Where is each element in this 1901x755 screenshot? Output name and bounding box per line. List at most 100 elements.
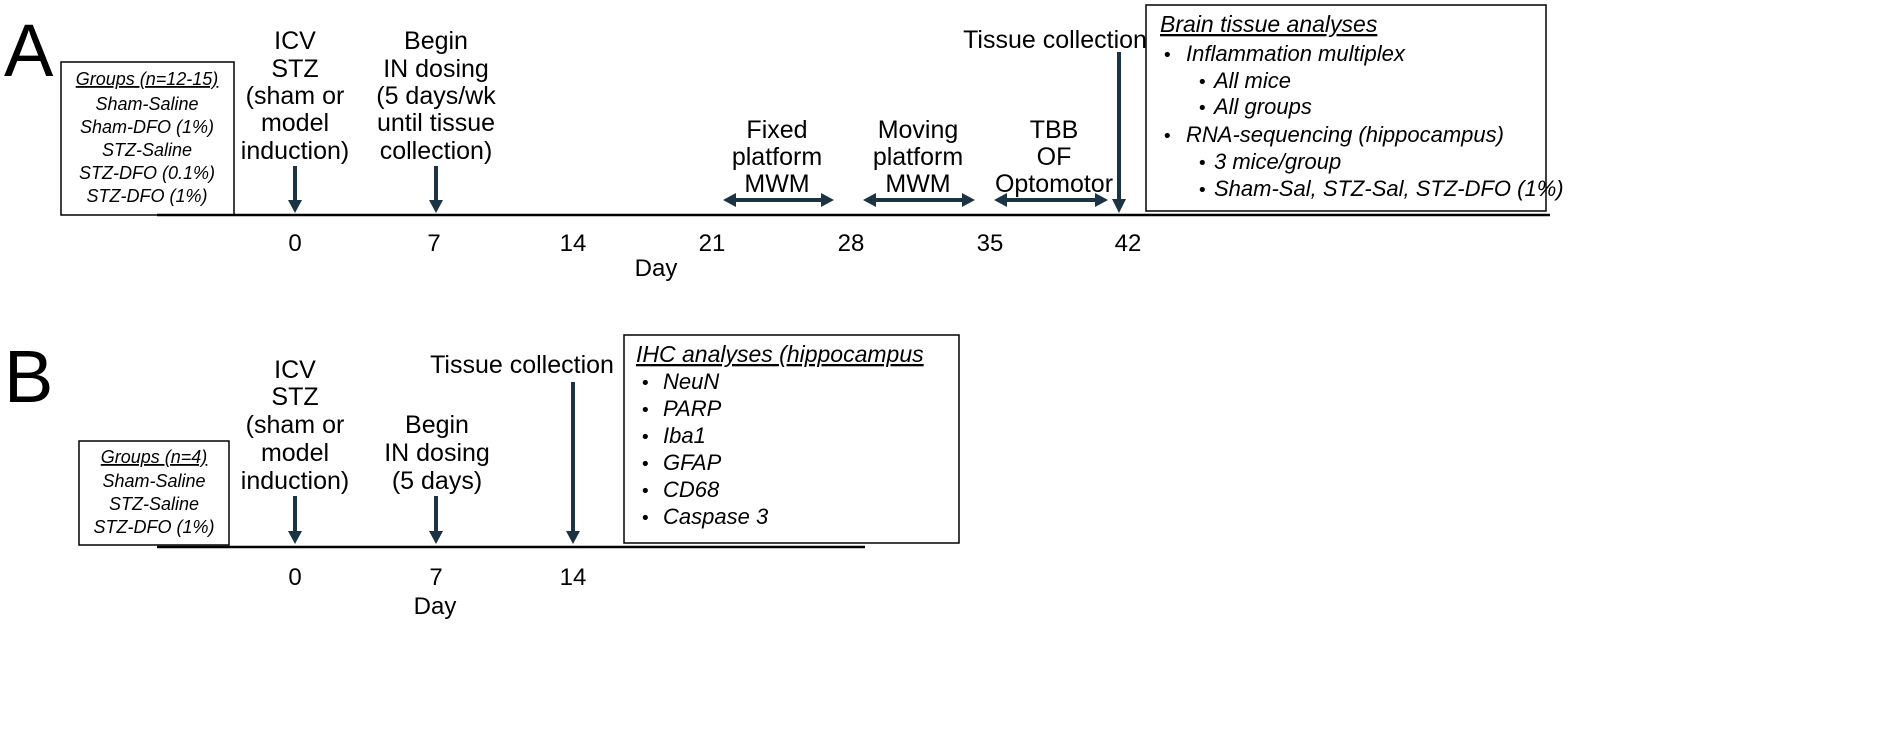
analysis-item: PARP [663,396,722,421]
bullet-icon: • [1162,45,1173,66]
panel-b-analysis-box: IHC analyses (hippocampus • NeuN • PARP … [623,334,960,544]
analysis-item: Caspase 3 [663,504,769,529]
tick-label: 28 [838,230,865,257]
panel-a-moving-mwm-range: Moving platform MWM [863,116,975,207]
bullet-icon: • [1197,98,1208,119]
bullet-icon: • [640,454,651,475]
groups-box-title: Groups (n=12-15) [76,69,219,89]
panel-a-fixed-mwm-range: Fixed platform MWM [723,116,834,207]
group-item: STZ-DFO (1%) [94,517,215,537]
arrow-head-icon [288,531,302,544]
range-label-line: OF [1037,143,1072,171]
range-label-line: Moving [878,116,959,144]
arrow-head-icon [962,193,975,207]
bullet-icon: • [1197,72,1208,93]
arrow-head-icon [863,193,876,207]
group-item: STZ-Saline [102,140,192,160]
event-label-line: Begin [404,27,468,55]
panel-b-axis-label: Day [414,593,457,620]
arrow-head-icon [429,200,443,213]
event-label-line: ICV [274,27,316,55]
event-label-line: (sham or [246,82,345,110]
analysis-box-border [1145,4,1547,212]
bullet-icon: • [1197,153,1208,174]
analysis-subitem: Sham-Sal, STZ-Sal, STZ-DFO (1%) [1214,176,1564,201]
analysis-subitem: 3 mice/group [1214,149,1341,174]
panel-b: B Groups (n=4) Sham-Saline STZ-Saline ST… [4,334,960,620]
panel-b-letter: B [4,335,53,418]
range-label-line: platform [732,143,822,171]
bullet-icon: • [1162,126,1173,147]
event-label-line: model [261,109,329,137]
event-label-line: STZ [271,383,318,411]
bullet-icon: • [640,373,651,394]
analysis-box-border [623,334,960,544]
arrow-head-icon [723,193,736,207]
tick-label: 14 [560,564,587,591]
group-item: Sham-DFO (1%) [80,117,214,137]
event-label-line: collection) [380,137,493,165]
event-label-line: IN dosing [383,55,489,83]
groups-box-border [60,61,235,216]
tick-label: 14 [560,230,587,257]
panel-b-tissue-event: Tissue collection [430,351,614,544]
range-label-line: MWM [885,170,950,198]
event-label-line: ICV [274,356,316,384]
bullet-icon: • [1197,180,1208,201]
event-label-line: (5 days) [392,467,482,495]
arrow-head-icon [994,193,1007,207]
bullet-icon: • [640,481,651,502]
panel-b-groups-box: Groups (n=4) Sham-Saline STZ-Saline STZ-… [78,440,230,546]
event-label-line: (5 days/wk [376,82,496,110]
range-label-line: Fixed [746,116,807,144]
panel-b-tick-labels: 0 7 14 [288,564,586,591]
tick-label: 42 [1115,230,1142,257]
range-label-line: TBB [1030,116,1079,144]
tick-label: 7 [427,230,440,257]
group-item: Sham-Saline [102,471,205,491]
arrow-head-icon [566,531,580,544]
analysis-item: Iba1 [663,423,706,448]
panel-a-letter: A [4,9,54,92]
panel-b-dosing-event: Begin IN dosing (5 days) [384,411,490,544]
group-item: STZ-DFO (0.1%) [79,163,215,183]
tick-label: 35 [977,230,1004,257]
panel-a: A Groups (n=12-15) Sham-Saline Sham-DFO … [4,4,1564,282]
arrow-head-icon [429,531,443,544]
analysis-item: CD68 [663,477,720,502]
panel-a-icv-event: ICV STZ (sham or model induction) [241,27,349,213]
event-label-line: Begin [405,411,469,439]
panel-a-analysis-box: Brain tissue analyses • Inflammation mul… [1145,4,1564,212]
event-label-line: induction) [241,137,349,165]
analysis-item: NeuN [663,369,719,394]
panel-a-tick-labels: 0 7 14 21 28 35 42 [288,230,1141,257]
range-label-line: MWM [744,170,809,198]
group-item: Sham-Saline [95,94,198,114]
groups-box-border [78,440,230,546]
event-label: Tissue collection [963,26,1147,54]
group-item: STZ-Saline [109,494,199,514]
event-label-line: (sham or [246,411,345,439]
panel-a-dosing-event: Begin IN dosing (5 days/wk until tissue … [376,27,496,213]
analysis-item: Inflammation multiplex [1186,41,1406,66]
analysis-item: RNA-sequencing (hippocampus) [1186,122,1504,147]
tick-label: 0 [288,230,301,257]
panel-a-axis-label: Day [635,255,678,282]
arrow-head-icon [821,193,834,207]
panel-a-tbb-range: TBB OF Optomotor [994,116,1113,207]
bullet-icon: • [640,508,651,529]
event-label-line: IN dosing [384,439,490,467]
tick-label: 0 [288,564,301,591]
event-label-line: until tissue [377,109,495,137]
tick-label: 7 [429,564,442,591]
groups-box-title: Groups (n=4) [101,447,208,467]
bullet-icon: • [640,427,651,448]
group-item: STZ-DFO (1%) [87,186,208,206]
analysis-box-title: IHC analyses (hippocampus [636,341,924,367]
event-label-line: induction) [241,467,349,495]
event-label: Tissue collection [430,351,614,379]
event-label-line: model [261,439,329,467]
analysis-box-title: Brain tissue analyses [1160,11,1378,37]
panel-a-groups-box: Groups (n=12-15) Sham-Saline Sham-DFO (1… [60,61,235,216]
